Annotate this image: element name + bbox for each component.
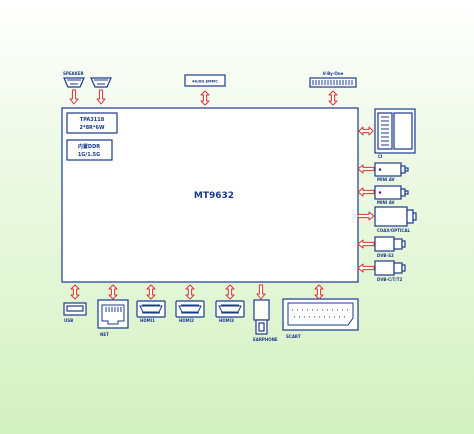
ddr-line1: 内置DDR <box>78 143 100 150</box>
usb-arrow <box>70 284 80 300</box>
scart-arrow <box>314 284 324 300</box>
usb-label: USB <box>64 318 73 323</box>
earphone-label: EARPHONE <box>253 337 278 342</box>
hdmi1-port <box>136 300 166 318</box>
ddr-block: 内置DDR 1G/1.5G <box>66 139 113 161</box>
scart-connector <box>282 298 359 331</box>
emmc-arrow <box>200 90 210 106</box>
speaker-right <box>90 77 112 88</box>
miniav1-connector <box>374 162 409 177</box>
hdmi2-arrow <box>185 284 195 300</box>
amplifier-block: TPA3118 2*8R*6W <box>66 112 118 134</box>
chip-label: MT9632 <box>194 191 234 201</box>
dvbc-label: DVB-C/T/T2 <box>377 277 402 282</box>
emmc-label: 4G/8G EMMC <box>192 80 218 84</box>
ddr-line2: 1G/1.5G <box>78 152 100 158</box>
emmc-chip: 4G/8G EMMC <box>184 74 226 87</box>
speaker-right-arrow <box>96 89 106 105</box>
speaker-left <box>63 77 85 88</box>
ci-slot <box>374 108 416 154</box>
speaker-left-arrow <box>69 89 79 105</box>
dvbs2-arrow <box>357 239 375 249</box>
miniav2-arrow <box>357 187 375 197</box>
net-label: NET <box>100 332 109 337</box>
dvbc-connector <box>374 260 406 276</box>
hdmi3-port <box>215 300 245 318</box>
vbyone-arrow <box>328 90 338 106</box>
miniav1-arrow <box>357 164 375 174</box>
ci-label: CI <box>378 154 383 159</box>
dvbs2-label: DVB-S2 <box>377 253 394 258</box>
miniav1-label: MINI AV <box>377 177 396 182</box>
coax-optical-connector <box>374 206 417 227</box>
vbyone-label: V-By-One <box>323 71 344 76</box>
hdmi3-arrow <box>225 284 235 300</box>
main-board <box>61 107 359 283</box>
dvbc-arrow <box>357 263 375 273</box>
earphone-jack <box>253 299 270 335</box>
net-arrow <box>108 284 118 300</box>
scart-label: SCART <box>286 334 301 339</box>
coax-arrow <box>357 211 375 221</box>
hdmi2-port <box>175 300 205 318</box>
ci-arrow <box>358 126 374 136</box>
vbyone-connector <box>309 77 357 88</box>
amp-line1: TPA3118 <box>80 117 105 123</box>
hdmi3-label: HDMI3 <box>219 318 234 323</box>
miniav2-connector <box>374 185 409 200</box>
dvbs2-connector <box>374 236 406 252</box>
hdmi1-label: HDMI1 <box>140 318 155 323</box>
usb-port <box>63 302 87 316</box>
amp-line2: 2*8R*6W <box>79 125 105 131</box>
hdmi1-arrow <box>146 284 156 300</box>
net-port <box>97 299 129 329</box>
hdmi2-label: HDMI2 <box>179 318 194 323</box>
speaker-label: SPEAKER <box>63 71 84 76</box>
earphone-arrow <box>256 284 266 300</box>
coax-label: COAX/OPTICAL <box>377 228 410 233</box>
miniav2-label: MINI AV <box>377 200 396 205</box>
